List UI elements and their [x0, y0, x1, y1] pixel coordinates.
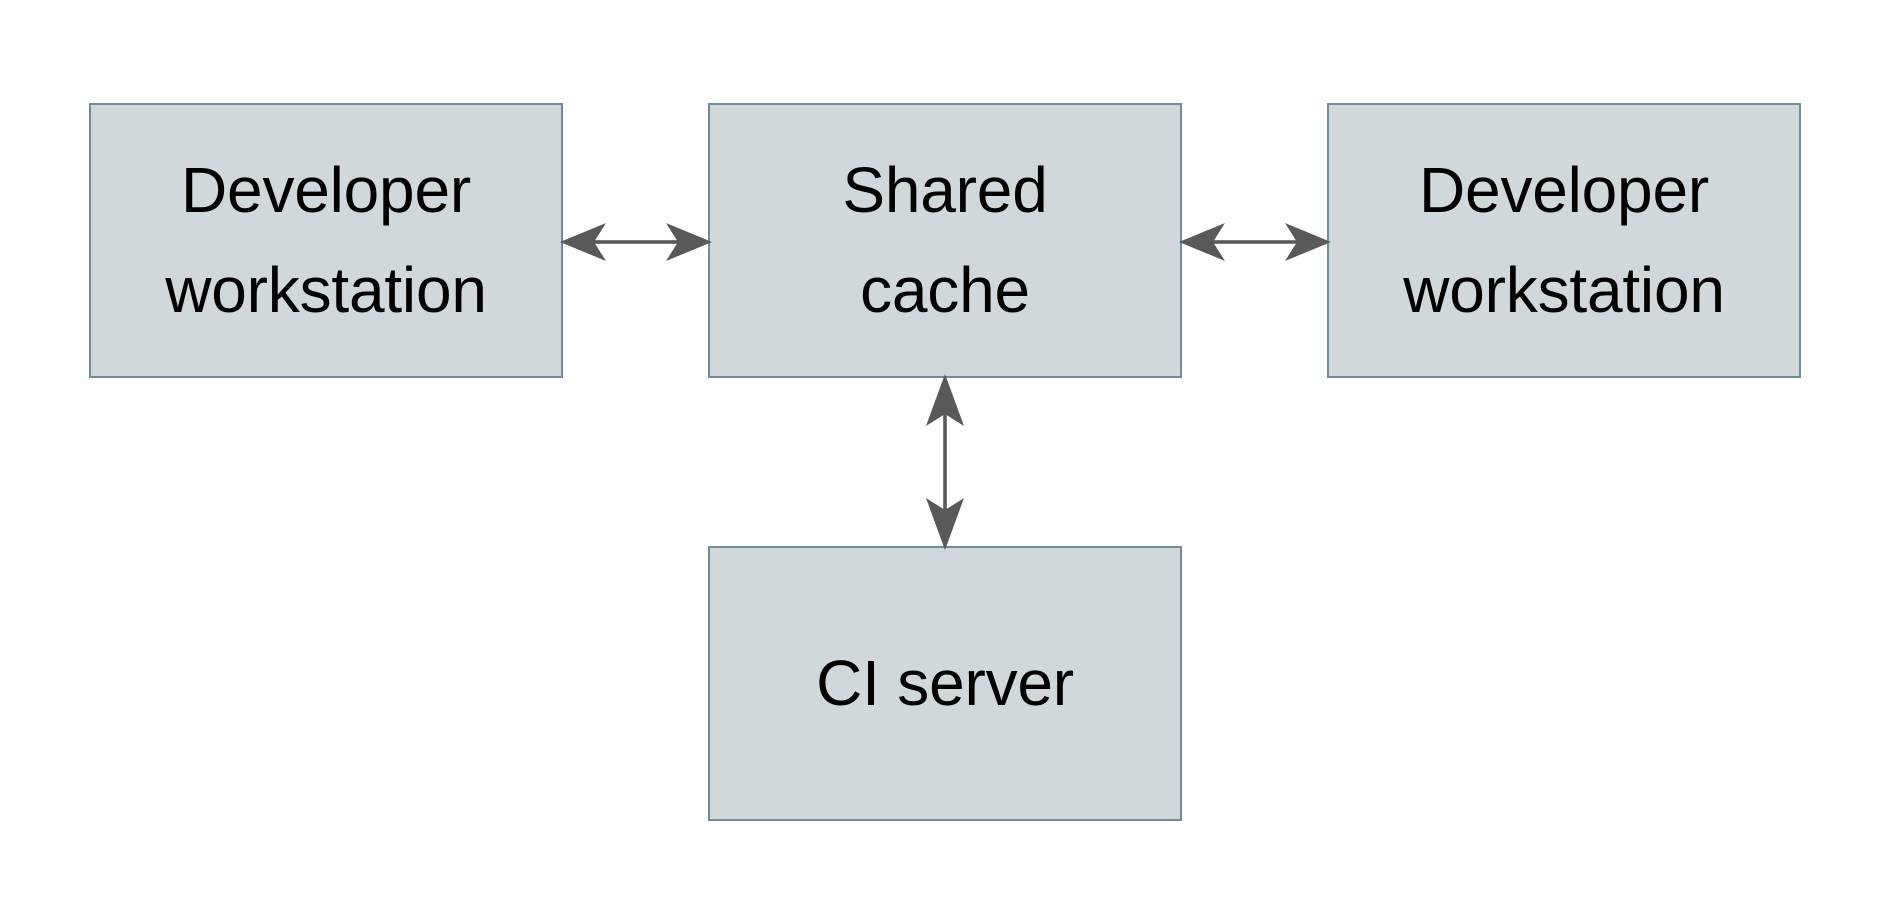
double-arrow-vertical-icon — [926, 374, 964, 550]
connector-shared-cache-to-ci-server[interactable] — [919, 374, 971, 550]
node-developer-workstation-left[interactable]: Developer workstation — [89, 103, 563, 378]
node-label: Developer workstation — [165, 153, 487, 326]
node-shared-cache[interactable]: Shared cache — [708, 103, 1182, 378]
double-arrow-horizontal-icon — [560, 223, 712, 261]
node-label: Shared cache — [842, 153, 1048, 326]
connector-left-workstation-to-shared-cache[interactable] — [560, 216, 712, 268]
node-developer-workstation-right[interactable]: Developer workstation — [1327, 103, 1801, 378]
node-label: Developer workstation — [1403, 153, 1725, 326]
connector-shared-cache-to-right-workstation[interactable] — [1179, 216, 1331, 268]
node-ci-server[interactable]: CI server — [708, 546, 1182, 821]
node-label: CI server — [816, 646, 1074, 719]
double-arrow-horizontal-icon — [1179, 223, 1331, 261]
